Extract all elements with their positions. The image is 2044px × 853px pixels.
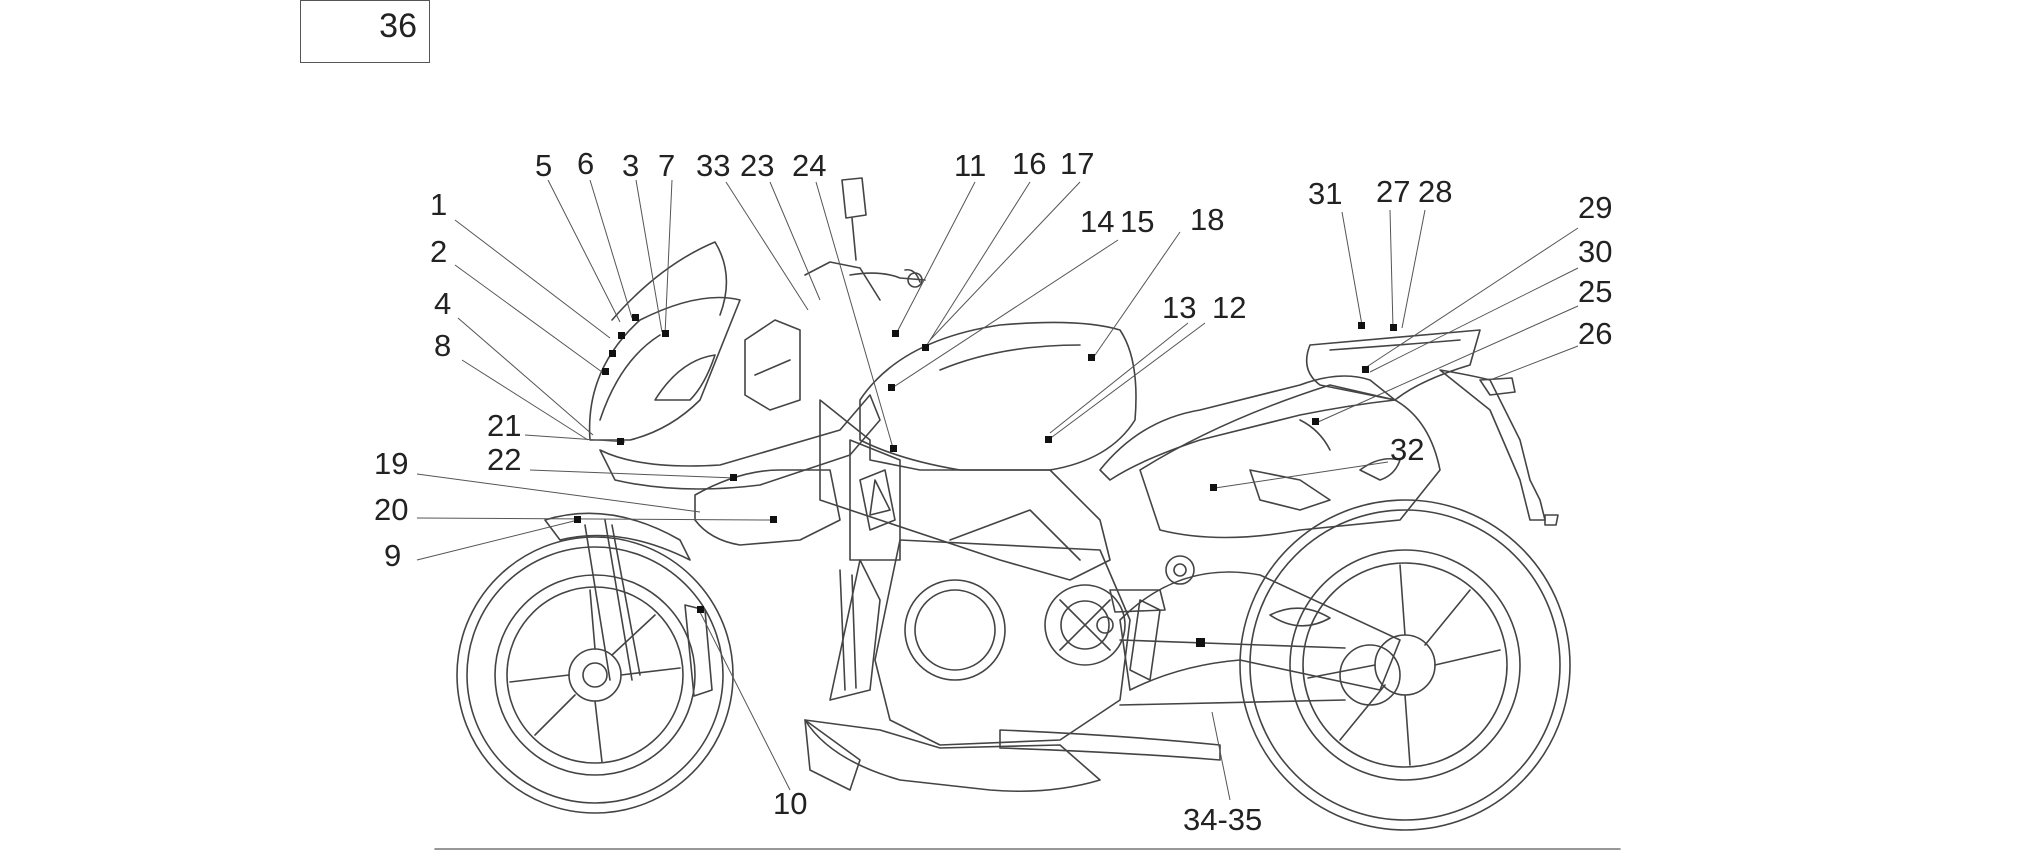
- callout-13: 13: [1162, 290, 1196, 325]
- callout-14: 14: [1080, 204, 1114, 239]
- callout-7: 7: [658, 148, 675, 183]
- callout-18: 18: [1190, 202, 1224, 237]
- callout-26: 26: [1578, 316, 1612, 351]
- callout-3: 3: [622, 148, 639, 183]
- callout-23: 23: [740, 148, 774, 183]
- leader-lines: [416, 179, 1579, 801]
- callout-33: 33: [696, 148, 730, 183]
- callout-31: 31: [1308, 176, 1342, 211]
- callout-32: 32: [1390, 432, 1424, 467]
- callout-15: 15: [1120, 204, 1154, 239]
- callout-17: 17: [1060, 146, 1094, 181]
- callout-11: 11: [954, 148, 986, 183]
- callout-4: 4: [434, 286, 451, 321]
- callout-30: 30: [1578, 234, 1612, 269]
- callout-29: 29: [1578, 190, 1612, 225]
- reference-box-number: 36: [379, 7, 417, 45]
- callout-1: 1: [430, 187, 447, 222]
- callout-16: 16: [1012, 146, 1046, 181]
- callout-34-35: 34-35: [1183, 802, 1262, 837]
- callout-20: 20: [374, 492, 408, 527]
- callout-10: 10: [773, 786, 807, 821]
- callout-24: 24: [792, 148, 826, 183]
- callout-9: 9: [384, 538, 401, 573]
- callout-25: 25: [1578, 274, 1612, 309]
- callout-6: 6: [577, 146, 594, 181]
- callout-labels: 1 2 4 8 5 6 3 7 33 23 24 11 16 17 14 15 …: [374, 146, 1612, 837]
- callout-8: 8: [434, 328, 451, 363]
- motorcycle-drawing: [434, 177, 1621, 850]
- callout-27: 27: [1376, 174, 1410, 209]
- callout-22: 22: [487, 442, 521, 477]
- callout-12: 12: [1212, 290, 1246, 325]
- callout-5: 5: [535, 148, 552, 183]
- reference-box: 36: [300, 0, 430, 63]
- callout-2: 2: [430, 234, 447, 269]
- callout-19: 19: [374, 446, 408, 481]
- callout-28: 28: [1418, 174, 1452, 209]
- decal-markers: [574, 314, 1397, 647]
- callout-21: 21: [487, 408, 521, 443]
